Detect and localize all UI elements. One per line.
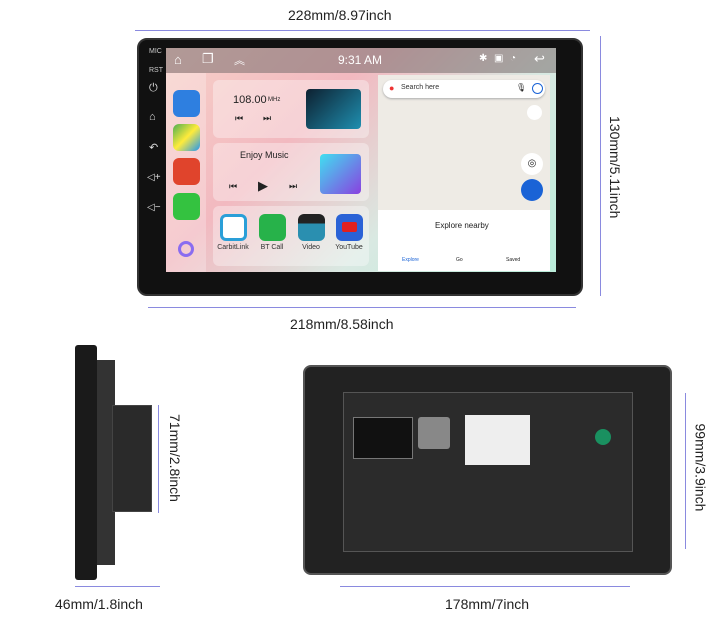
side-height-line — [158, 405, 159, 513]
account-icon[interactable] — [532, 83, 543, 94]
radio-artwork — [306, 89, 361, 129]
top-dimension-label: 228mm/8.97inch — [288, 7, 392, 23]
tab-explore[interactable]: Explore — [402, 257, 419, 263]
bottom-dimension-label: 218mm/8.58inch — [290, 316, 394, 332]
prev-icon[interactable]: ⏮ — [235, 113, 244, 123]
antenna-port — [418, 417, 450, 449]
play-icon[interactable]: ▶ — [258, 178, 268, 193]
side-view-box — [112, 405, 152, 512]
side-view — [75, 345, 97, 580]
explore-nearby[interactable]: Explore nearby — [435, 221, 489, 230]
back-width-line — [340, 586, 630, 587]
music-widget[interactable]: Enjoy Music ⏮ ▶ ⏭ — [213, 143, 369, 201]
back-height-label: 99mm/3.9inch — [692, 423, 709, 512]
mic-label: MIC — [149, 48, 162, 55]
app-label: CarbitLink — [217, 244, 249, 251]
signal-icon: ◔ — [510, 53, 517, 64]
app-label: YouTube — [335, 244, 363, 251]
phone-app-icon[interactable] — [173, 193, 200, 220]
clock: 9:31 AM — [338, 53, 383, 67]
directions-button[interactable] — [521, 179, 543, 201]
side-height-label: 71mm/2.8inch — [167, 414, 183, 502]
radio-widget[interactable]: 108.00 MHz ⏮ ⏭ — [213, 80, 369, 138]
mic-icon[interactable]: 🎙 — [516, 83, 527, 92]
back-view — [303, 365, 672, 575]
video-icon[interactable] — [298, 214, 325, 241]
map-pin-icon: ● — [389, 83, 395, 93]
side-depth-line — [75, 586, 160, 587]
expand-icon[interactable]: ︽ — [234, 55, 245, 67]
carbitlink-icon[interactable] — [220, 214, 247, 241]
status-bar: ⌂ ❐ ︽ 9:31 AM ✱ ▣ ◔ ↩ — [166, 48, 556, 73]
app-label: BT Call — [260, 244, 284, 251]
back-height-line — [685, 393, 686, 549]
gps-port — [595, 429, 611, 445]
app-label: Video — [302, 244, 320, 251]
assistant-icon[interactable] — [178, 241, 194, 257]
tab-go[interactable]: Go — [456, 257, 463, 263]
top-dimension-line — [135, 30, 590, 31]
radio-frequency: 108.00 — [233, 94, 267, 106]
home-icon[interactable]: ⌂ — [174, 52, 182, 67]
rst-label: RST — [149, 67, 163, 74]
explore-sheet: Explore nearby Explore Go Saved — [378, 210, 550, 271]
screen: ⌂ ❐ ︽ 9:31 AM ✱ ▣ ◔ ↩ 108.00 MHz ⏮ ⏭ Enj… — [166, 48, 556, 272]
side-view-chassis — [97, 360, 115, 565]
prev-icon[interactable]: ⏮ — [229, 181, 238, 191]
bluetooth-icon: ✱ — [479, 53, 488, 64]
music-artwork — [320, 154, 361, 194]
back-icon[interactable]: ↶ — [149, 142, 159, 154]
my-location-button[interactable]: ◎ — [521, 153, 543, 175]
recents-icon[interactable]: ❐ — [202, 51, 214, 66]
tab-saved[interactable]: Saved — [506, 257, 521, 263]
connector-block — [353, 417, 413, 459]
volume-down-icon[interactable]: ◁− — [147, 202, 161, 213]
cast-icon: ▣ — [494, 53, 504, 64]
next-icon[interactable]: ⏭ — [263, 113, 272, 123]
side-depth-label: 46mm/1.8inch — [55, 596, 143, 612]
layers-button[interactable] — [527, 105, 542, 120]
power-icon[interactable]: ⏻ — [149, 82, 158, 94]
next-icon[interactable]: ⏭ — [289, 181, 298, 191]
apps-dock: CarbitLink BT Call Video YouTube — [213, 206, 369, 266]
search-input[interactable]: Search here — [401, 84, 440, 91]
bottom-dimension-line — [148, 307, 576, 308]
maps-app-icon[interactable] — [173, 124, 200, 151]
right-dimension-label: 130mm/5.11inch — [607, 116, 623, 219]
map-search-bar[interactable]: ● Search here 🎙 — [383, 80, 545, 98]
back-width-label: 178mm/7inch — [445, 596, 530, 612]
volume-up-icon[interactable]: ◁+ — [147, 172, 161, 183]
map-panel[interactable]: ● Search here 🎙 ◎ Explore nearby Explore… — [378, 75, 550, 271]
home-icon[interactable]: ⌂ — [149, 111, 156, 123]
radio-unit: MHz — [268, 97, 281, 103]
app-grid-icon[interactable] — [173, 90, 200, 117]
right-dimension-line — [600, 36, 601, 296]
youtube-icon[interactable] — [336, 214, 363, 241]
bt-call-icon[interactable] — [259, 214, 286, 241]
music-title: Enjoy Music — [240, 150, 289, 160]
music-app-icon[interactable] — [173, 158, 200, 185]
wiring-connector — [465, 415, 530, 465]
return-icon[interactable]: ↩ — [534, 51, 545, 66]
